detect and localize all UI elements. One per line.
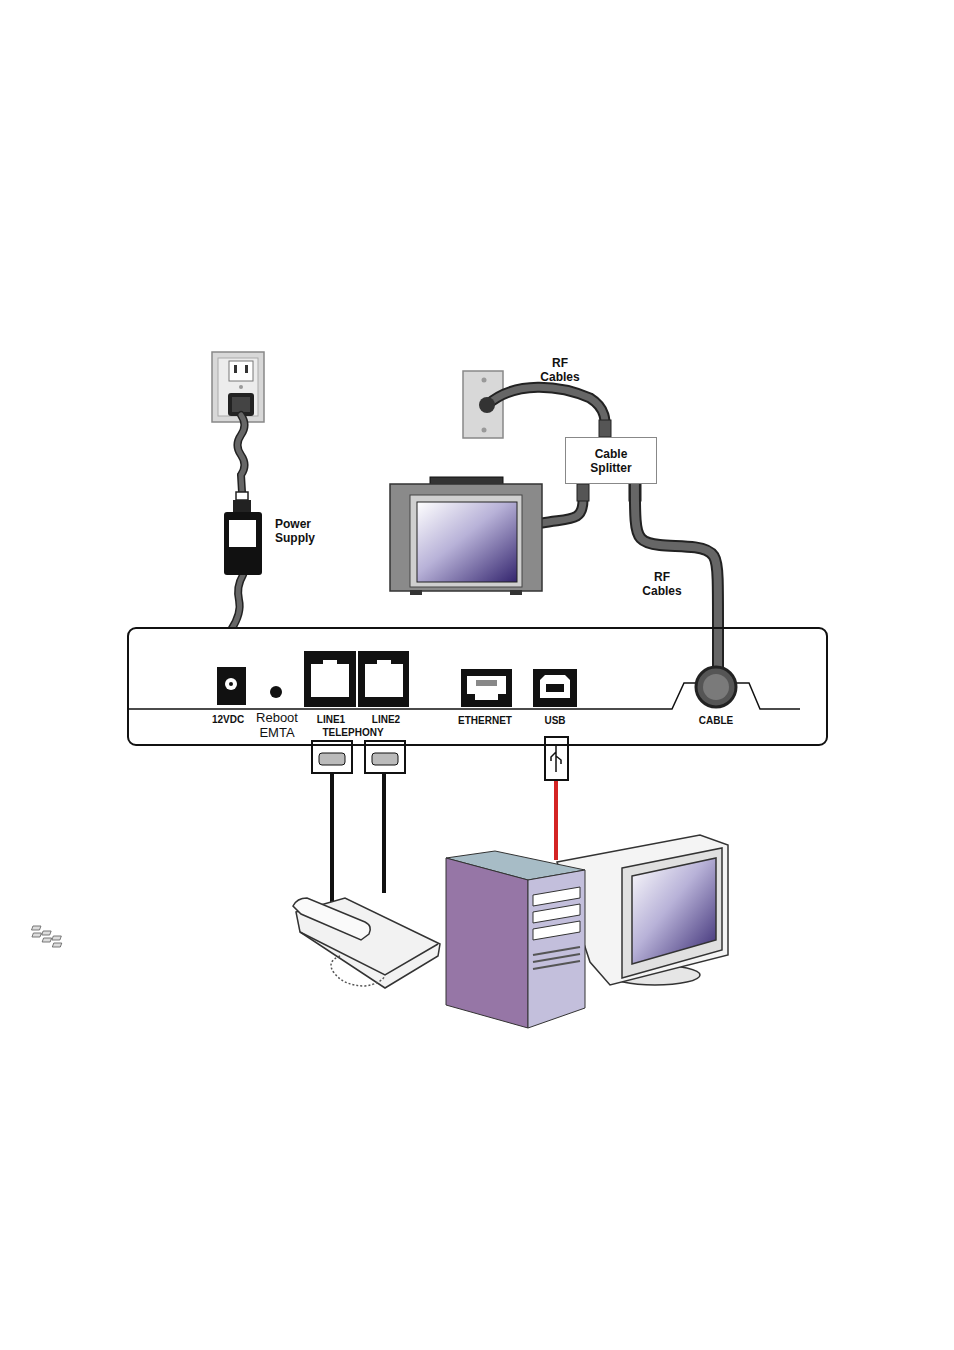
coax-port bbox=[696, 627, 736, 707]
computer-tower bbox=[446, 851, 585, 1028]
usb-port bbox=[533, 669, 577, 707]
wall-plate bbox=[463, 371, 503, 438]
port-label: USB bbox=[544, 715, 565, 727]
port-label: ETHERNET bbox=[458, 715, 512, 727]
port-label: LINE1 bbox=[317, 714, 345, 726]
port-label: 12VDC bbox=[212, 714, 244, 726]
power-supply bbox=[224, 492, 262, 575]
port-label: Reboot EMTA bbox=[251, 710, 303, 740]
usb-wire bbox=[554, 780, 558, 860]
box-label: Cable Splitter bbox=[589, 447, 634, 475]
port-label: LINE2 bbox=[372, 714, 400, 726]
port-label: CABLE bbox=[699, 715, 733, 727]
cable-label: RF Cables bbox=[635, 570, 689, 598]
modem-panel-fill bbox=[127, 627, 828, 746]
television bbox=[390, 477, 542, 595]
cable-outline bbox=[635, 484, 718, 627]
part-label: Power Supply bbox=[275, 517, 335, 545]
telephone bbox=[32, 898, 440, 988]
splitter-box: Cable Splitter bbox=[565, 437, 657, 484]
cable-label: RF Cables bbox=[534, 356, 586, 384]
phone-jack bbox=[304, 651, 409, 707]
rf-cable bbox=[635, 484, 718, 627]
ethernet-port bbox=[461, 669, 512, 707]
modem-rear-panel: 12VDC Reboot EMTA LINE1 LINE2TELEPHONY ETHER… bbox=[127, 627, 828, 746]
wall-outlet bbox=[212, 352, 264, 422]
dc-jack bbox=[217, 667, 246, 705]
coax-outlet bbox=[479, 397, 495, 413]
usb-plug bbox=[545, 737, 568, 780]
port-label: TELEPHONY bbox=[322, 727, 383, 739]
phone-wire bbox=[332, 773, 384, 905]
reboot-button bbox=[270, 686, 282, 698]
